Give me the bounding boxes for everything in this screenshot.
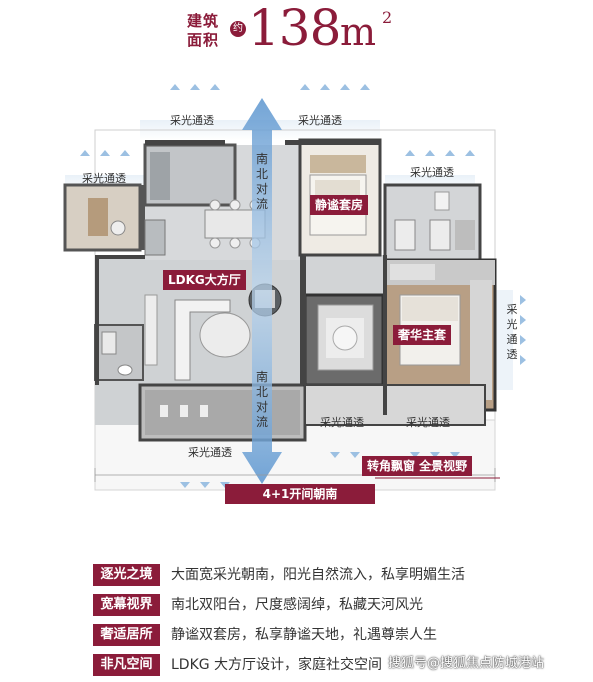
feature-row: 逐光之境 大面宽采光朝南，阳光自然流入，私享明媚生活 bbox=[93, 564, 513, 588]
ldkg-tag: LDKG大方厅 bbox=[163, 270, 246, 290]
feature-key: 非凡空间 bbox=[93, 654, 160, 676]
floor-plan-drawing bbox=[63, 84, 526, 491]
daylight-label-bottom-mid: 采光通透 bbox=[320, 416, 364, 429]
area-unit-superscript: 2 bbox=[382, 8, 393, 27]
daylight-label-bottom-left: 采光通透 bbox=[188, 446, 232, 459]
feature-row: 宽幕视界 南北双阳台，尺度感阔绰，私藏天河风光 bbox=[93, 594, 513, 618]
south-balcony-right bbox=[304, 384, 486, 426]
corner-window-tag: 转角飘窗 全景视野 bbox=[362, 456, 473, 476]
area-header: 建筑 面积 约 138 m 2 bbox=[0, 0, 593, 58]
approx-badge: 约 bbox=[230, 21, 246, 37]
airflow-arrow bbox=[242, 98, 282, 484]
feature-row: 非凡空间 LDKG 大方厅设计，家庭社交空间 bbox=[93, 654, 513, 678]
daylight-label-east: 采光通透 bbox=[506, 303, 518, 361]
feature-text: 静谧双套房，私享静谧天地，礼遇尊崇人生 bbox=[171, 627, 437, 643]
bay-bar: 4+1开间朝南 bbox=[225, 484, 375, 504]
feature-text: 南北双阳台，尺度感阔绰，私藏天河风光 bbox=[171, 597, 423, 613]
quiet-suite-tag: 静谧套房 bbox=[310, 195, 369, 215]
feature-key: 逐光之境 bbox=[93, 564, 160, 586]
area-label: 建筑 面积 bbox=[187, 12, 220, 49]
master-suite-tag: 奢华主套 bbox=[393, 325, 452, 345]
daylight-band bbox=[495, 290, 513, 390]
watermark: 搜狐号@搜狐焦点防城港站 bbox=[388, 656, 545, 671]
corridor-floor bbox=[300, 255, 390, 295]
daylight-label-top-left: 采光通透 bbox=[170, 114, 214, 127]
feature-key: 宽幕视界 bbox=[93, 594, 160, 616]
feature-text: 大面宽采光朝南，阳光自然流入，私享明媚生活 bbox=[171, 567, 465, 583]
feature-text: LDKG 大方厅设计，家庭社交空间 bbox=[171, 657, 383, 673]
floor-plan: 采光通透 采光通透 采光通透 采光通透 采光通透 采光通透 采光通透 采光通透 … bbox=[0, 80, 593, 520]
daylight-label-top-right: 采光通透 bbox=[298, 114, 342, 127]
coffee-table bbox=[199, 312, 251, 358]
area-value: 138 bbox=[248, 0, 341, 57]
daylight-label-left: 采光通透 bbox=[82, 172, 126, 185]
light-arrows bbox=[80, 84, 526, 488]
north-south-label-top: 南北对流 bbox=[255, 152, 268, 211]
area-unit: m bbox=[340, 10, 377, 54]
feature-row: 奢适居所 静谧双套房，私享静谧天地，礼遇尊崇人生 bbox=[93, 624, 513, 648]
daylight-label-right: 采光通透 bbox=[410, 166, 454, 179]
feature-key: 奢适居所 bbox=[93, 624, 160, 646]
north-south-label-bottom: 南北对流 bbox=[255, 370, 268, 429]
sofa bbox=[174, 299, 231, 381]
daylight-label-bottom-right: 采光通透 bbox=[406, 416, 450, 429]
